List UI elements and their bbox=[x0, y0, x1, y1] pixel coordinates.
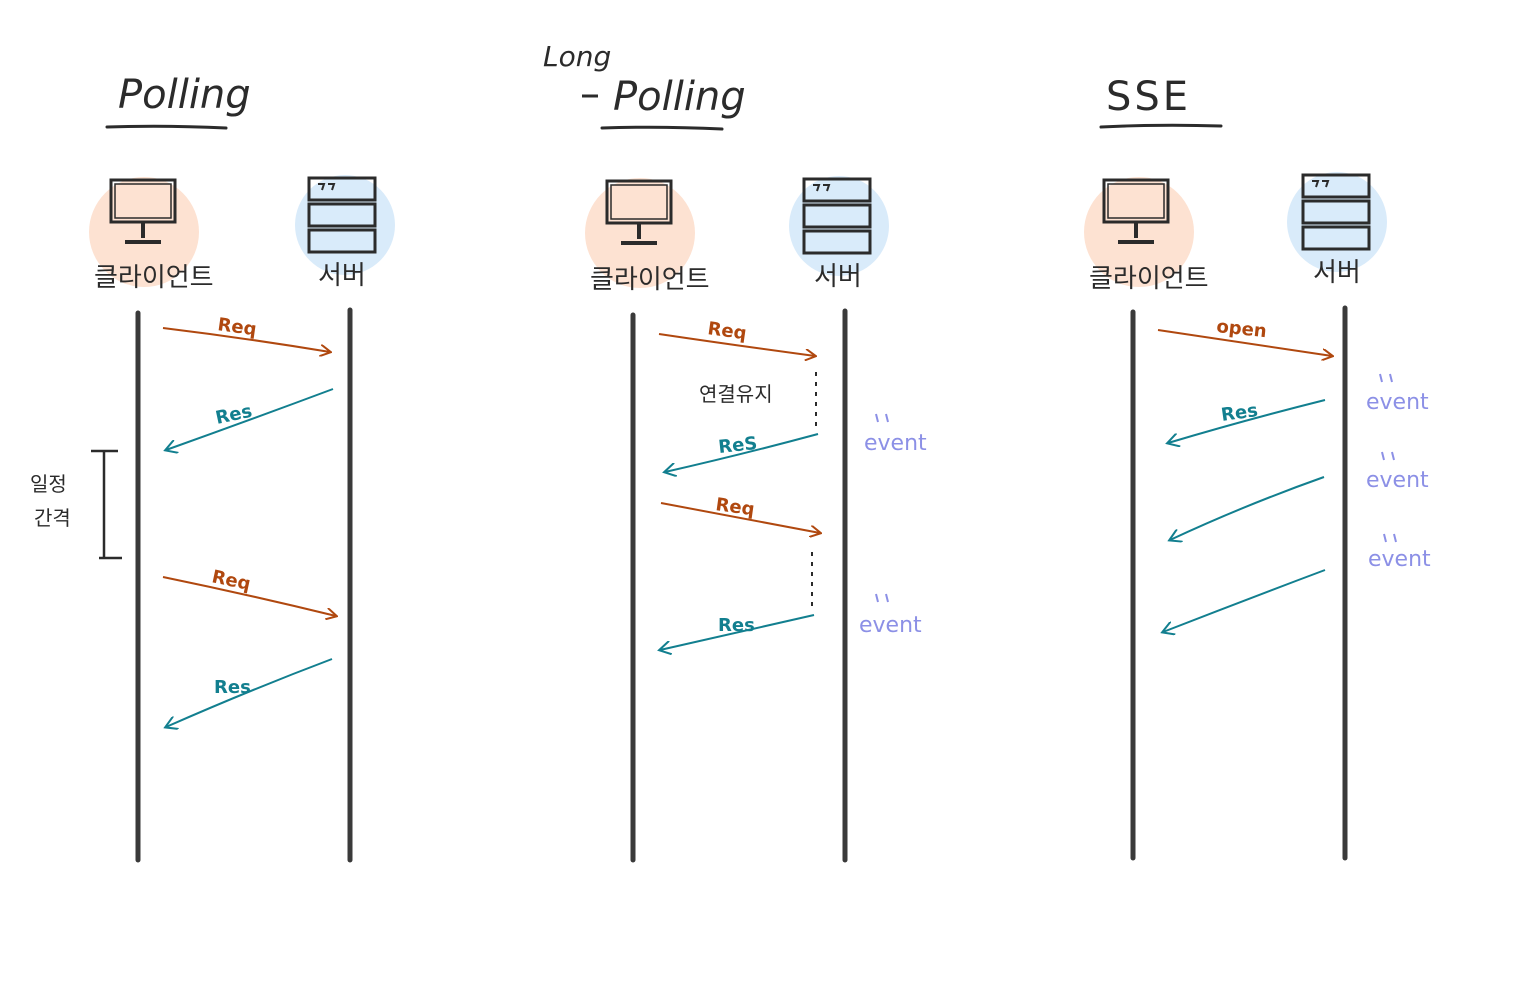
quote-mark-icon bbox=[1383, 533, 1397, 543]
quote-mark-icon bbox=[1379, 373, 1393, 383]
server-label: 서버 bbox=[814, 262, 862, 292]
message-arrow: Req bbox=[660, 494, 820, 533]
interval-bracket: 일정 간격 bbox=[30, 449, 122, 560]
title-underline bbox=[1099, 123, 1223, 129]
message-arrow: Res bbox=[166, 658, 333, 727]
client-node: 클라이언트 bbox=[1084, 177, 1209, 294]
message-arrow: Res bbox=[166, 388, 334, 450]
message-arrow bbox=[1163, 569, 1326, 632]
event-label: event bbox=[1366, 390, 1429, 415]
panel-long-polling: Long Polling 클라이언트 서버 Req 연결유지 event bbox=[543, 40, 927, 863]
message-label: Req bbox=[706, 318, 747, 344]
message-label: Res bbox=[214, 401, 254, 429]
panel-title: Polling bbox=[613, 74, 746, 120]
event-marker: event bbox=[859, 593, 922, 638]
client-label: 클라이언트 bbox=[1089, 264, 1209, 294]
message-label: Req bbox=[210, 566, 252, 595]
event-marker: event bbox=[864, 413, 927, 456]
message-label: Req bbox=[714, 494, 755, 520]
message-label: Res bbox=[718, 615, 755, 636]
message-arrow: Req bbox=[162, 314, 330, 352]
event-label: event bbox=[859, 613, 922, 638]
event-marker: event bbox=[1366, 451, 1429, 493]
client-label: 클라이언트 bbox=[590, 265, 710, 295]
title-underline bbox=[105, 124, 228, 130]
server-label: 서버 bbox=[1313, 258, 1361, 288]
panel-subtitle: Long bbox=[543, 40, 611, 73]
interval-label: 일정 bbox=[30, 472, 67, 496]
title-underline bbox=[600, 125, 724, 131]
message-label: Res bbox=[214, 677, 251, 698]
interval-label: 간격 bbox=[34, 506, 71, 530]
client-node: 클라이언트 bbox=[89, 177, 214, 293]
panel-polling: Polling 클라이언트 서버 Req Res 일정 간격 bbox=[30, 72, 395, 863]
message-arrow: Res bbox=[660, 614, 815, 650]
client-label: 클라이언트 bbox=[94, 263, 214, 293]
event-marker: event bbox=[1366, 373, 1429, 415]
quote-mark-icon bbox=[875, 593, 889, 603]
hold-label: 연결유지 bbox=[699, 382, 773, 406]
server-node: 서버 bbox=[789, 176, 889, 292]
message-label: ReS bbox=[717, 433, 758, 458]
event-label: event bbox=[864, 431, 927, 456]
event-marker: event bbox=[1368, 533, 1431, 572]
message-label: open bbox=[1215, 316, 1267, 342]
message-label: Res bbox=[1220, 400, 1259, 426]
message-arrow: Req bbox=[162, 566, 336, 616]
message-arrow: Res bbox=[1168, 399, 1326, 443]
event-label: event bbox=[1366, 468, 1429, 493]
message-arrow: Req bbox=[658, 318, 815, 356]
server-node: 서버 bbox=[1287, 172, 1387, 288]
event-label: event bbox=[1368, 547, 1431, 572]
panel-title: SSE bbox=[1106, 74, 1191, 120]
panel-title: Polling bbox=[118, 72, 251, 118]
message-arrow: ReS bbox=[665, 433, 819, 472]
quote-mark-icon bbox=[875, 413, 889, 423]
server-label: 서버 bbox=[318, 261, 366, 291]
client-node: 클라이언트 bbox=[585, 178, 710, 295]
message-arrow bbox=[1170, 476, 1325, 540]
panel-sse: SSE 클라이언트 서버 open event Res event bbox=[1084, 74, 1431, 861]
message-arrow: open bbox=[1157, 316, 1332, 356]
server-node: 서버 bbox=[295, 175, 395, 291]
quote-mark-icon bbox=[1381, 451, 1395, 461]
